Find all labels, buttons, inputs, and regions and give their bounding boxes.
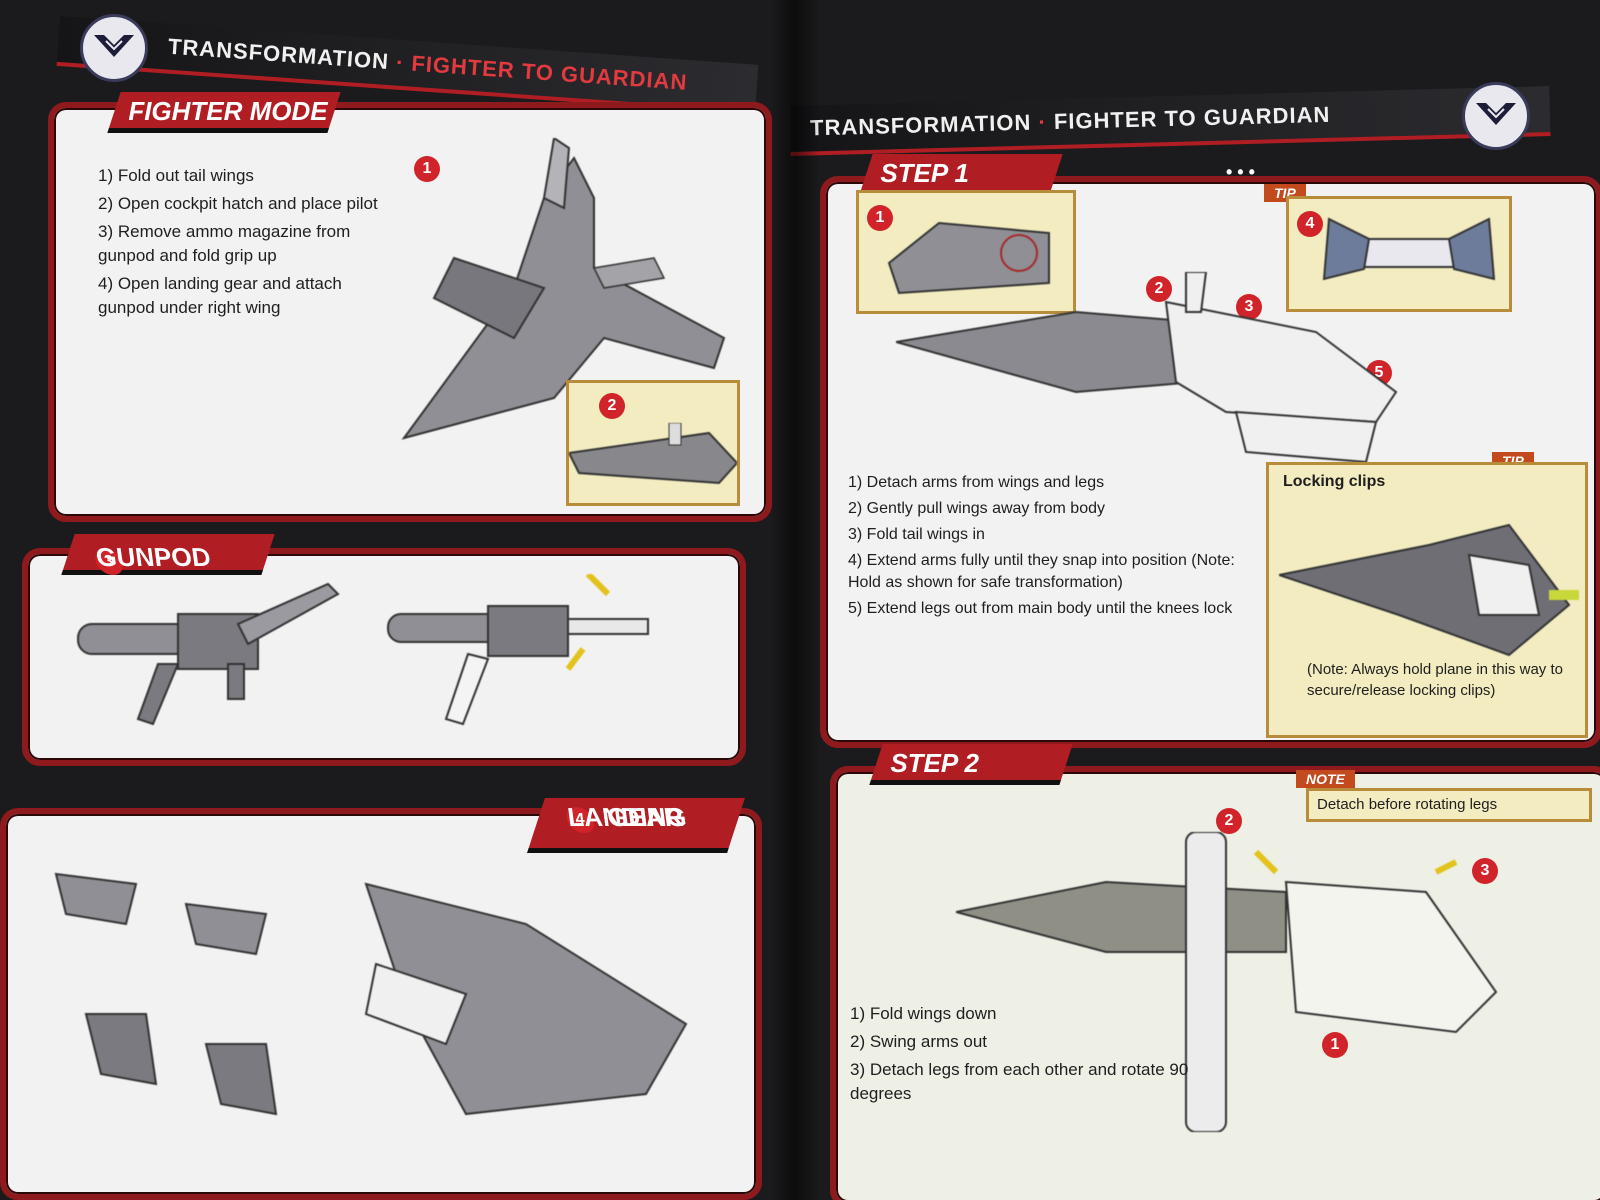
step1-jet-illustration: [896, 272, 1398, 464]
fighter-step-2: 2) Open cockpit hatch and place pilot: [98, 194, 378, 213]
fighter-mode-title: FIGHTER MODE: [128, 96, 328, 126]
step1-text-1: 1) Detach arms from wings and legs: [848, 474, 1105, 491]
header-main-text: TRANSFORMATION: [167, 33, 390, 75]
fighter-mode-steps: 1) Fold out tail wings 2) Open cockpit h…: [98, 164, 388, 324]
step1-tab: STEP 1: [859, 154, 1063, 195]
right-page: TRANSFORMATION · FIGHTER TO GUARDIAN STE…: [790, 0, 1600, 1200]
right-header-title: TRANSFORMATION · FIGHTER TO GUARDIAN: [810, 102, 1331, 142]
step2-text-1: 1) Fold wings down: [850, 1004, 997, 1023]
fighter-badge-1: 1: [414, 156, 440, 182]
step1-dots: • • •: [1226, 162, 1255, 182]
step1-text-5: 5) Extend legs out from main body until …: [848, 600, 1233, 617]
fighter-step-3: 3) Remove ammo magazine from gunpod and …: [98, 222, 351, 265]
header-main-text: TRANSFORMATION: [809, 109, 1032, 141]
gunpod-illustration: [77, 574, 649, 726]
step2-note-text: Detach before rotating legs: [1317, 796, 1498, 813]
step2-badge-2: 2: [1216, 808, 1242, 834]
step2-text-2: 2) Swing arms out: [850, 1032, 987, 1051]
fighter-step-4: 4) Open landing gear and attach gunpod u…: [98, 274, 342, 317]
step1-inset-1: 1: [856, 190, 1076, 314]
step1-badge-1: 1: [867, 205, 893, 231]
step1-badge-3: 3: [1236, 294, 1262, 320]
fighter-step-1: 1) Fold out tail wings: [98, 166, 254, 185]
pilot-inset: 2: [566, 380, 740, 506]
right-header: TRANSFORMATION · FIGHTER TO GUARDIAN: [790, 86, 1551, 156]
gunpod-panel: 3 GUNPOD: [22, 534, 746, 766]
brand-logo-icon: [1462, 82, 1530, 150]
step1-text-2: 2) Gently pull wings away from body: [848, 500, 1105, 517]
header-sub-text: FIGHTER TO GUARDIAN: [1053, 101, 1331, 135]
step1-title: STEP 1: [880, 158, 969, 188]
fighter-mode-tab: FIGHTER MODE: [107, 92, 341, 133]
landing-gear-label-2: GEAR: [602, 802, 688, 832]
step1-panel: STEP 1 • • • 1 TIP 4 2 3: [820, 154, 1600, 748]
step1-text-3: 3) Fold tail wings in: [848, 526, 985, 543]
header-separator: ·: [1038, 109, 1048, 135]
fighter-jet-illustration: [401, 138, 726, 440]
brand-logo-icon: [80, 14, 148, 82]
step2-jet-illustration: [956, 832, 1498, 1132]
left-page: TRANSFORMATION · FIGHTER TO GUARDIAN FIG…: [0, 0, 790, 1200]
gunpod-tab: 3 GUNPOD: [61, 534, 275, 575]
gunpod-label: GUNPOD: [90, 542, 215, 572]
header-sub-text: FIGHTER TO GUARDIAN: [410, 50, 689, 95]
step2-badge-3: 3: [1472, 858, 1498, 884]
step2-badge-1: 1: [1322, 1032, 1348, 1058]
step1-badge-4: 4: [1297, 211, 1323, 237]
step1-text-4: 4) Extend arms fully until they snap int…: [848, 552, 1235, 591]
logo-emblem-icon: [94, 35, 134, 57]
gunpod-title: 3 GUNPOD: [82, 538, 215, 575]
fighter-mode-panel: FIGHTER MODE 1) Fold out tail wings 2) O…: [48, 92, 772, 522]
locking-clips-title: Locking clips: [1283, 473, 1386, 490]
step2-panel: STEP 2 NOTE Detach before rotating legs …: [830, 744, 1600, 1200]
step2-tab: STEP 2: [869, 744, 1073, 785]
step2-text-3: 3) Detach legs from each other and rotat…: [850, 1060, 1189, 1103]
step1-steps: 1) Detach arms from wings and legs 2) Ge…: [848, 472, 1258, 624]
header-separator: ·: [395, 49, 406, 76]
book-gutter: [770, 0, 820, 1200]
cockpit-illustration: [569, 423, 737, 485]
step1-tip-inset: 4: [1286, 196, 1512, 312]
fighter-badge-2: 2: [599, 393, 625, 419]
step1-badge-2: 2: [1146, 276, 1172, 302]
locking-clips-illustration: [1279, 523, 1579, 657]
locking-clips-note: (Note: Always hold plane in this way to …: [1307, 661, 1563, 699]
logo-emblem-icon: [1476, 103, 1516, 125]
arm-detach-illustration: [887, 221, 1050, 295]
step2-steps: 1) Fold wings down 2) Swing arms out 3) …: [850, 1002, 1230, 1110]
landing-gear-illustration: [54, 872, 688, 1116]
step2-title: STEP 2: [890, 748, 979, 778]
step2-note-flag: NOTE: [1296, 770, 1355, 788]
left-header-title: TRANSFORMATION · FIGHTER TO GUARDIAN: [167, 34, 688, 96]
locking-clips-tip: Locking clips (Note: Always hold plane i…: [1266, 462, 1588, 738]
tip-arms-illustration: [1322, 217, 1496, 281]
step2-note-box: Detach before rotating legs: [1306, 788, 1592, 822]
